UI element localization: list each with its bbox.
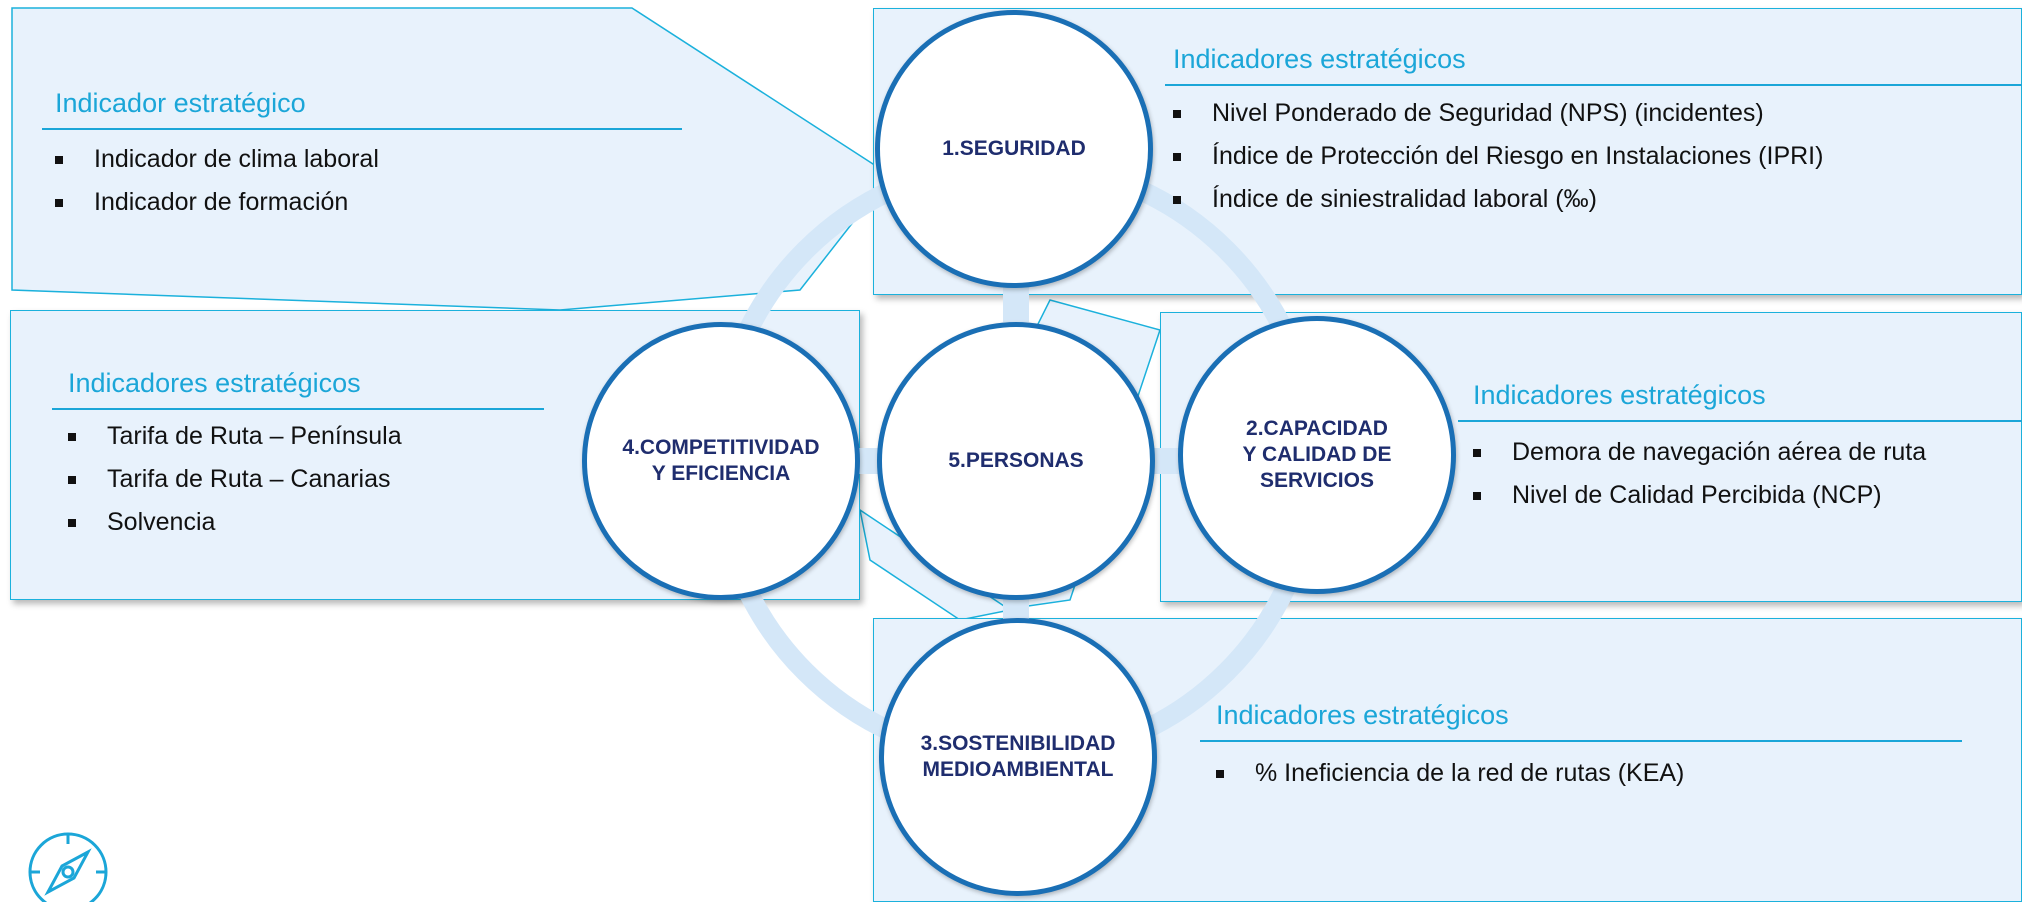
node-capacidad-label: 2.CAPACIDAD Y CALIDAD DE SERVICIOS bbox=[1242, 417, 1392, 492]
node-competitividad-label: 4.COMPETITIVIDAD Y EFICIENCIA bbox=[622, 436, 820, 485]
list-item: Tarifa de Ruta – Canarias bbox=[68, 458, 402, 501]
node-seguridad: 1.SEGURIDAD bbox=[875, 10, 1153, 288]
node-sostenibilidad-label: 3.SOSTENIBILIDAD MEDIOAMBIENTAL bbox=[920, 732, 1116, 781]
node-capacidad: 2.CAPACIDAD Y CALIDAD DE SERVICIOS bbox=[1178, 316, 1456, 594]
node-competitividad: 4.COMPETITIVIDAD Y EFICIENCIA bbox=[582, 322, 860, 600]
panel-capacidad-title: Indicadores estratégicos bbox=[1473, 380, 1766, 410]
compass-icon bbox=[28, 832, 108, 902]
node-seguridad-label: 1.SEGURIDAD bbox=[942, 137, 1086, 160]
panel-competitividad-title: Indicadores estratégicos bbox=[68, 368, 361, 398]
list-item: Indicador de formación bbox=[55, 181, 379, 224]
list-item: % Ineficiencia de la red de rutas (KEA) bbox=[1216, 752, 1684, 795]
panel-personas-underline bbox=[42, 128, 682, 130]
panel-sostenibilidad-list: % Ineficiencia de la red de rutas (KEA) bbox=[1216, 752, 1684, 795]
list-item: Indicador de clima laboral bbox=[55, 138, 379, 181]
panel-competitividad-list: Tarifa de Ruta – Península Tarifa de Rut… bbox=[68, 415, 402, 544]
list-item: Índice de Protección del Riesgo en Insta… bbox=[1173, 135, 1823, 178]
panel-seguridad-title: Indicadores estratégicos bbox=[1173, 44, 1466, 74]
node-personas-label: 5.PERSONAS bbox=[948, 449, 1084, 472]
list-item: Solvencia bbox=[68, 501, 402, 544]
list-item: Nivel de Calidad Percibida (NCP) bbox=[1473, 474, 1926, 517]
node-sostenibilidad: 3.SOSTENIBILIDAD MEDIOAMBIENTAL bbox=[879, 618, 1157, 896]
panel-personas-title: Indicador estratégico bbox=[55, 88, 306, 118]
panel-seguridad-list: Nivel Ponderado de Seguridad (NPS) (inci… bbox=[1173, 92, 1823, 221]
panel-seguridad-underline bbox=[1165, 84, 2022, 86]
callout-personas bbox=[11, 7, 892, 311]
list-item: Tarifa de Ruta – Península bbox=[68, 415, 402, 458]
panel-capacidad-list: Demora de navegación aérea de ruta Nivel… bbox=[1473, 431, 1926, 517]
list-item: Demora de navegación aérea de ruta bbox=[1473, 431, 1926, 474]
connector-seguridad-personas bbox=[1003, 284, 1029, 322]
node-personas: 5.PERSONAS bbox=[877, 322, 1155, 600]
panel-sostenibilidad-title: Indicadores estratégicos bbox=[1216, 700, 1509, 730]
list-item: Nivel Ponderado de Seguridad (NPS) (inci… bbox=[1173, 92, 1823, 135]
panel-sostenibilidad-underline bbox=[1200, 740, 1962, 742]
panel-capacidad-underline bbox=[1458, 420, 2022, 422]
panel-personas-list: Indicador de clima laboral Indicador de … bbox=[55, 138, 379, 224]
list-item: Índice de siniestralidad laboral (‰) bbox=[1173, 178, 1823, 221]
connector-personas-capacidad bbox=[1150, 448, 1180, 474]
panel-competitividad-underline bbox=[52, 408, 544, 410]
